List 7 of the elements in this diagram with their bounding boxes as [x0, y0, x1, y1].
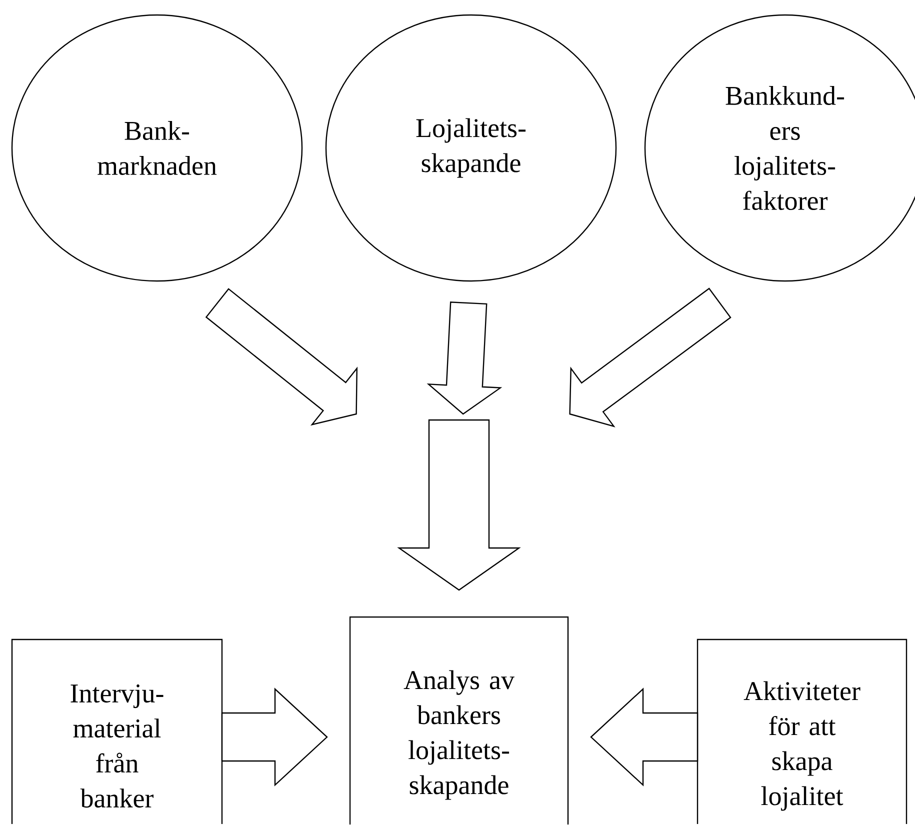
text-box: Aktiviteter för att skapa lojalitet: [696, 638, 908, 824]
block-arrow: [569, 288, 732, 428]
text-box: Intervju- material från banker: [11, 638, 223, 824]
block-arrow: [221, 688, 328, 786]
block-arrow: [397, 419, 521, 591]
block-arrow: [590, 688, 698, 786]
text-box: Analys av bankers lojalitets- skapande: [349, 616, 569, 824]
